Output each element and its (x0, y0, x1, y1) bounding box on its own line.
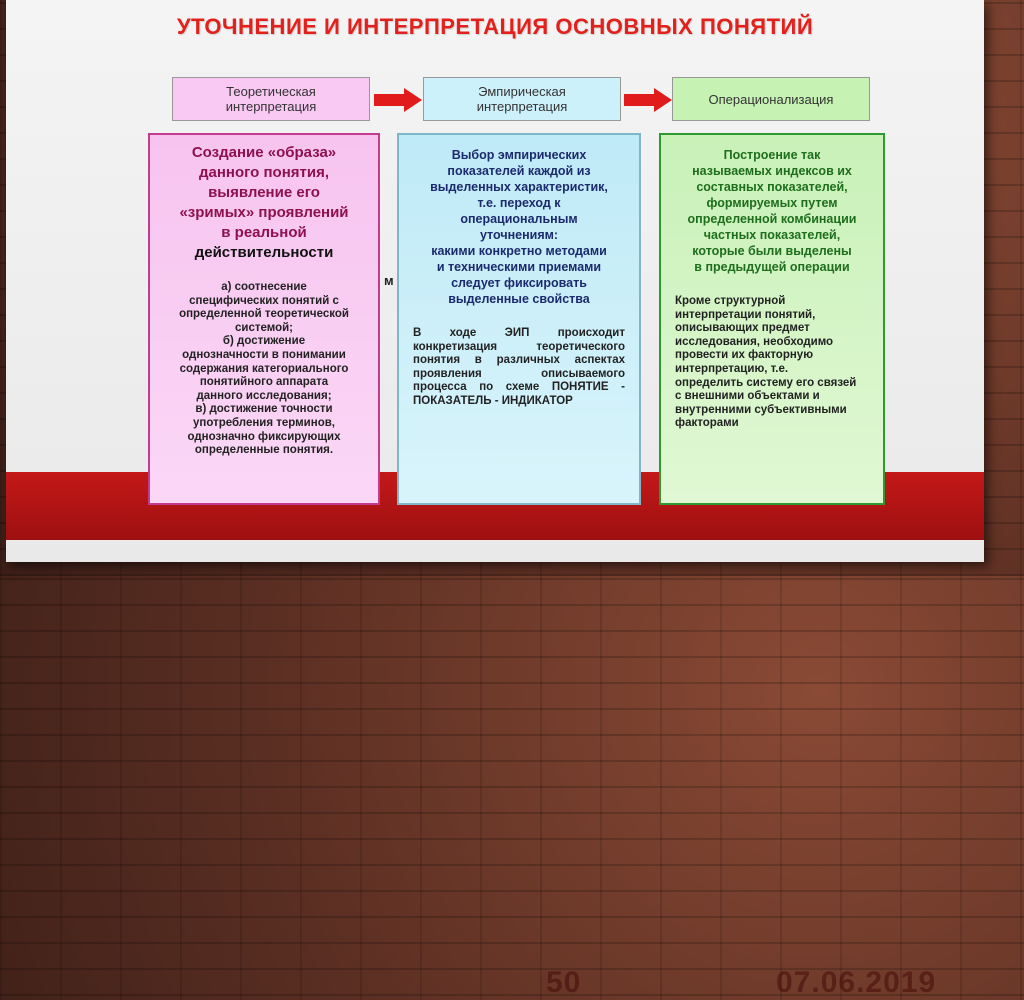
column-theoretical: Создание «образа» данного понятия, выявл… (148, 133, 380, 505)
slide-date: 07.06.2019 (776, 966, 937, 999)
header-empirical: Эмпирическая интерпретация (423, 77, 621, 121)
column-operationalization: Построение так называемых индексов их со… (659, 133, 885, 505)
column-empirical: Выбор эмпирических показателей каждой из… (397, 133, 641, 505)
column-theoretical-list: а) соотнесение специфических понятий с о… (179, 281, 349, 457)
stray-letter: м (384, 273, 394, 288)
column-empirical-body: В ходе ЭИП происходит конкретизация теор… (413, 327, 625, 407)
arrow-right-icon (374, 88, 422, 112)
column-theoretical-lead-last: действительности (194, 244, 334, 261)
slide-number: 50 (546, 966, 582, 999)
header-operationalization: Операционализация (672, 77, 870, 121)
slide-title: УТОЧНЕНИЕ И ИНТЕРПРЕТАЦИЯ ОСНОВНЫХ ПОНЯТ… (176, 14, 814, 39)
column-theoretical-lead-text: Создание «образа» данного понятия, выявл… (179, 144, 349, 241)
slide: 50 07.06.2019 УТОЧНЕНИЕ И ИНТЕРПРЕТАЦИЯ … (6, 0, 984, 999)
column-operationalization-lead: Построение так называемых индексов их со… (687, 148, 857, 274)
column-theoretical-lead: Создание «образа» данного понятия, выявл… (160, 143, 368, 263)
header-empirical-label: Эмпирическая интерпретация (476, 84, 568, 114)
column-empirical-lead: Выбор эмпирических показателей каждой из… (430, 148, 608, 306)
header-operationalization-label: Операционализация (708, 91, 834, 107)
header-theoretical-label: Теоретическая интерпретация (225, 84, 317, 114)
header-theoretical: Теоретическая интерпретация (172, 77, 370, 121)
arrow-right-icon (624, 88, 672, 112)
column-operationalization-body: Кроме структурной интерпретации понятий,… (675, 295, 857, 430)
